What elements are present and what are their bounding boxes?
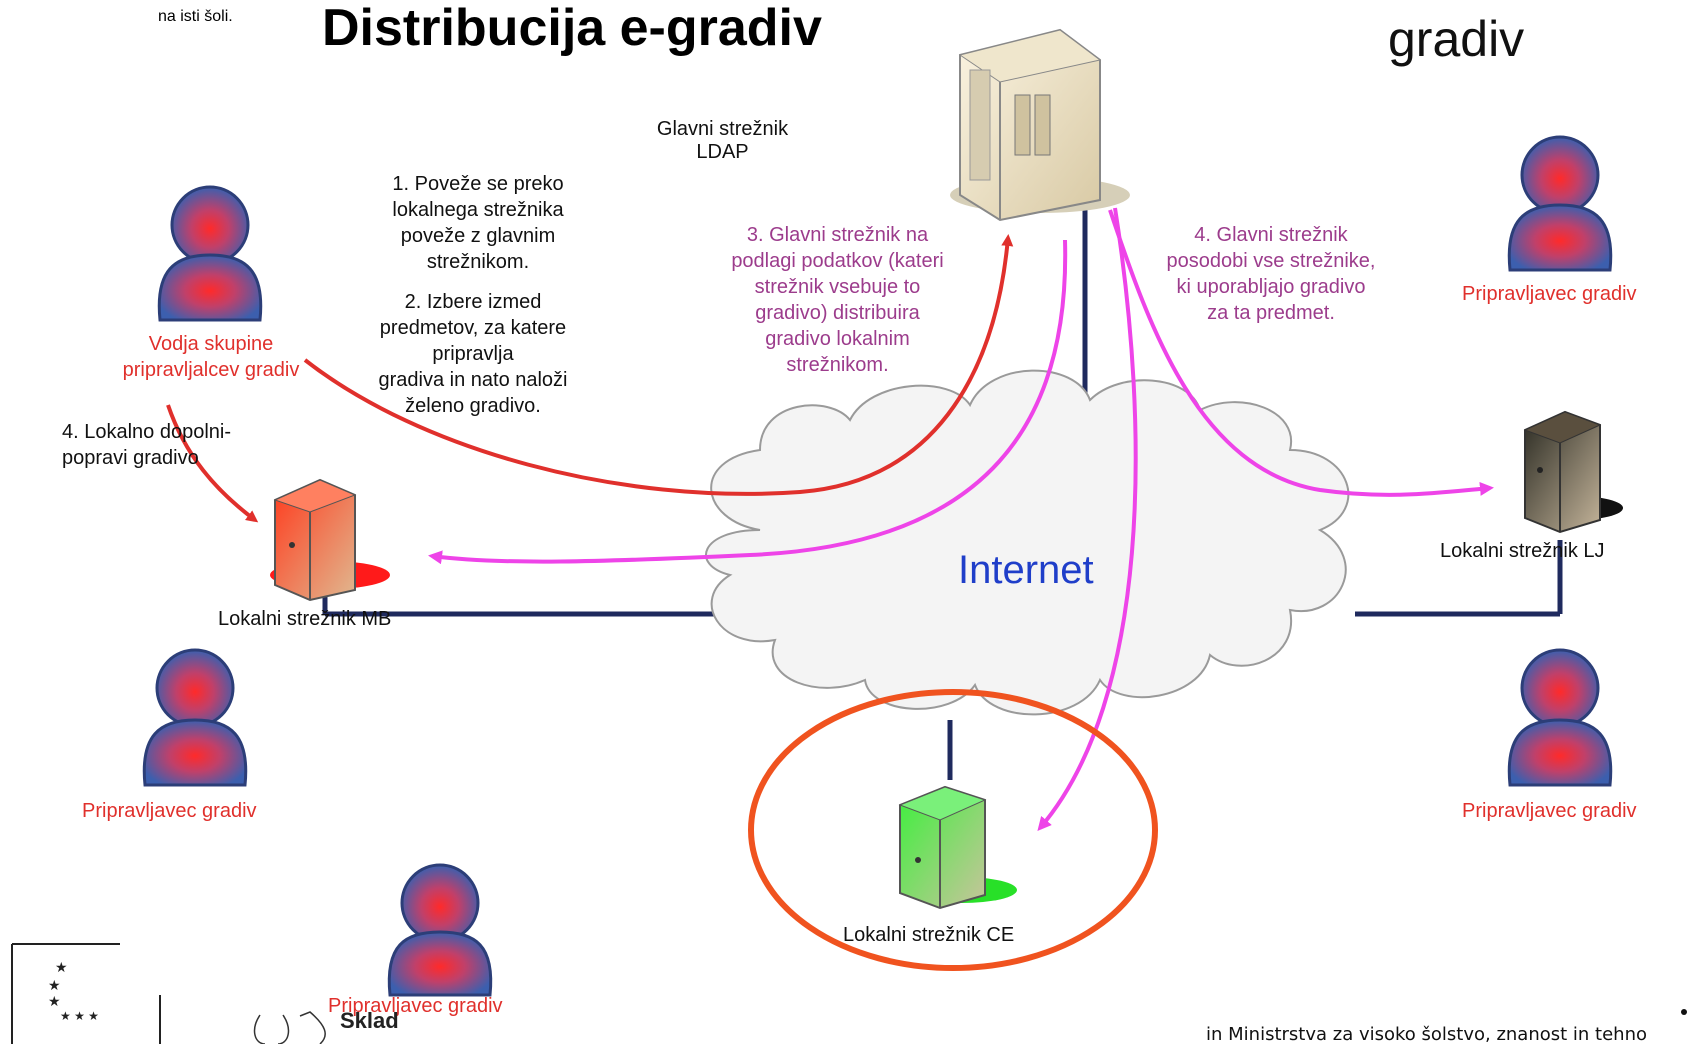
- step1-line2: lokalnega strežnika: [392, 199, 564, 221]
- arrow-main-to-lj: [1108, 209, 1494, 497]
- network-lines: [322, 190, 1563, 780]
- server-ce-icon: [898, 785, 1017, 910]
- eu-logo: ★ ★ ★ ★ ★ ★: [11, 943, 161, 1044]
- person-preparer-top-right-icon: [1507, 135, 1613, 272]
- step4-global-line2: posodobi vse strežnike,: [1166, 250, 1376, 272]
- ministry-text: in Ministrstva za visoko šolstvo, znanos…: [1206, 1024, 1647, 1045]
- person-preparer-bottom-icon: [387, 863, 493, 997]
- server-mb-label: Lokalni strežnik MB: [218, 608, 392, 630]
- arrow-leader-to-main: [303, 234, 1014, 496]
- server-lj-label: Lokalni strežnik LJ: [1440, 540, 1605, 562]
- internet-label: Internet: [958, 548, 1094, 592]
- school-note: na isti šoli.: [158, 8, 233, 25]
- main-server-label-line1: Glavni strežnik: [656, 118, 789, 140]
- step3-line6: strežnikom.: [786, 354, 889, 376]
- step4-global-text: 4. Glavni strežnik posodobi vse strežnik…: [1140, 222, 1402, 326]
- svg-text:★ ★ ★: ★ ★ ★: [60, 1009, 99, 1023]
- page-title: Distribucija e-gradiv: [322, 0, 822, 57]
- step1-text: 1. Poveže se preko lokalnega strežnika p…: [358, 171, 598, 275]
- main-server-label: Glavni strežnik LDAP: [650, 118, 795, 164]
- step2-line5: želeno gradivo.: [405, 395, 541, 417]
- arrow-leader-to-mb: [166, 404, 259, 523]
- leader-label-line2: pripravljalcev gradiv: [122, 359, 300, 381]
- preparer-label-left: Pripravljavec gradiv: [82, 800, 257, 822]
- internet-cloud: [705, 369, 1350, 716]
- arrow-main-to-ce: [1037, 207, 1138, 832]
- server-lj-icon: [1523, 410, 1623, 534]
- leader-label-line1: Vodja skupine: [148, 333, 274, 355]
- corner-title: gradiv: [1388, 11, 1525, 67]
- step2-line2: predmetov, za katere: [379, 317, 567, 339]
- server-mb-icon: [270, 478, 390, 602]
- step4-local-line2: popravi gradivo: [62, 447, 199, 469]
- step1-line3: poveže z glavnim: [400, 225, 556, 247]
- preparer-label-top-right: Pripravljavec gradiv: [1462, 283, 1637, 305]
- step2-line1: 2. Izbere izmed: [404, 291, 542, 313]
- person-preparer-right-icon: [1507, 648, 1613, 787]
- preparer-label-right: Pripravljavec gradiv: [1462, 800, 1637, 822]
- step3-line3: strežnik vsebuje to: [754, 276, 921, 298]
- leader-label: Vodja skupine pripravljalcev gradiv: [95, 331, 327, 383]
- svg-text:★: ★: [55, 959, 68, 975]
- step4-global-line3: ki uporabljajo gradivo: [1176, 276, 1366, 298]
- ce-highlight-circle: [748, 689, 1158, 971]
- main-server-label-line2: LDAP: [696, 141, 749, 163]
- step2-line3: pripravlja: [432, 343, 514, 365]
- person-leader-icon: [157, 185, 263, 322]
- arrow-main-to-mb: [428, 239, 1068, 565]
- svg-text:★: ★: [48, 993, 61, 1009]
- step4-local-text: 4. Lokalno dopolni- popravi gradivo: [62, 419, 282, 471]
- corner-dot: [1681, 1009, 1687, 1015]
- step3-line2: podlagi podatkov (kateri: [731, 250, 944, 272]
- fund-text: Sklad: [340, 1008, 399, 1033]
- step1-line4: strežnikom.: [426, 251, 530, 273]
- server-ce-label: Lokalni strežnik CE: [843, 924, 1015, 946]
- main-server-icon: [950, 28, 1130, 222]
- step4-global-line4: za ta predmet.: [1207, 302, 1335, 324]
- svg-text:★: ★: [48, 977, 61, 993]
- step3-line1: 3. Glavni strežnik na: [746, 224, 929, 246]
- step3-line5: gradivo lokalnim: [765, 328, 910, 350]
- step2-text: 2. Izbere izmed predmetov, za katere pri…: [338, 289, 608, 419]
- step2-line4: gradiva in nato naloži: [378, 369, 568, 391]
- step3-line4: gradivo) distribuira: [755, 302, 920, 324]
- fund-logo: [253, 1011, 326, 1044]
- step3-text: 3. Glavni strežnik na podlagi podatkov (…: [710, 222, 965, 378]
- preparer-label-bottom: Pripravljavec gradiv: [328, 995, 503, 1017]
- step4-local-line1: 4. Lokalno dopolni-: [62, 421, 232, 443]
- step1-line1: 1. Poveže se preko: [392, 173, 564, 195]
- person-preparer-left-icon: [142, 648, 248, 787]
- step4-global-line1: 4. Glavni strežnik: [1194, 224, 1348, 246]
